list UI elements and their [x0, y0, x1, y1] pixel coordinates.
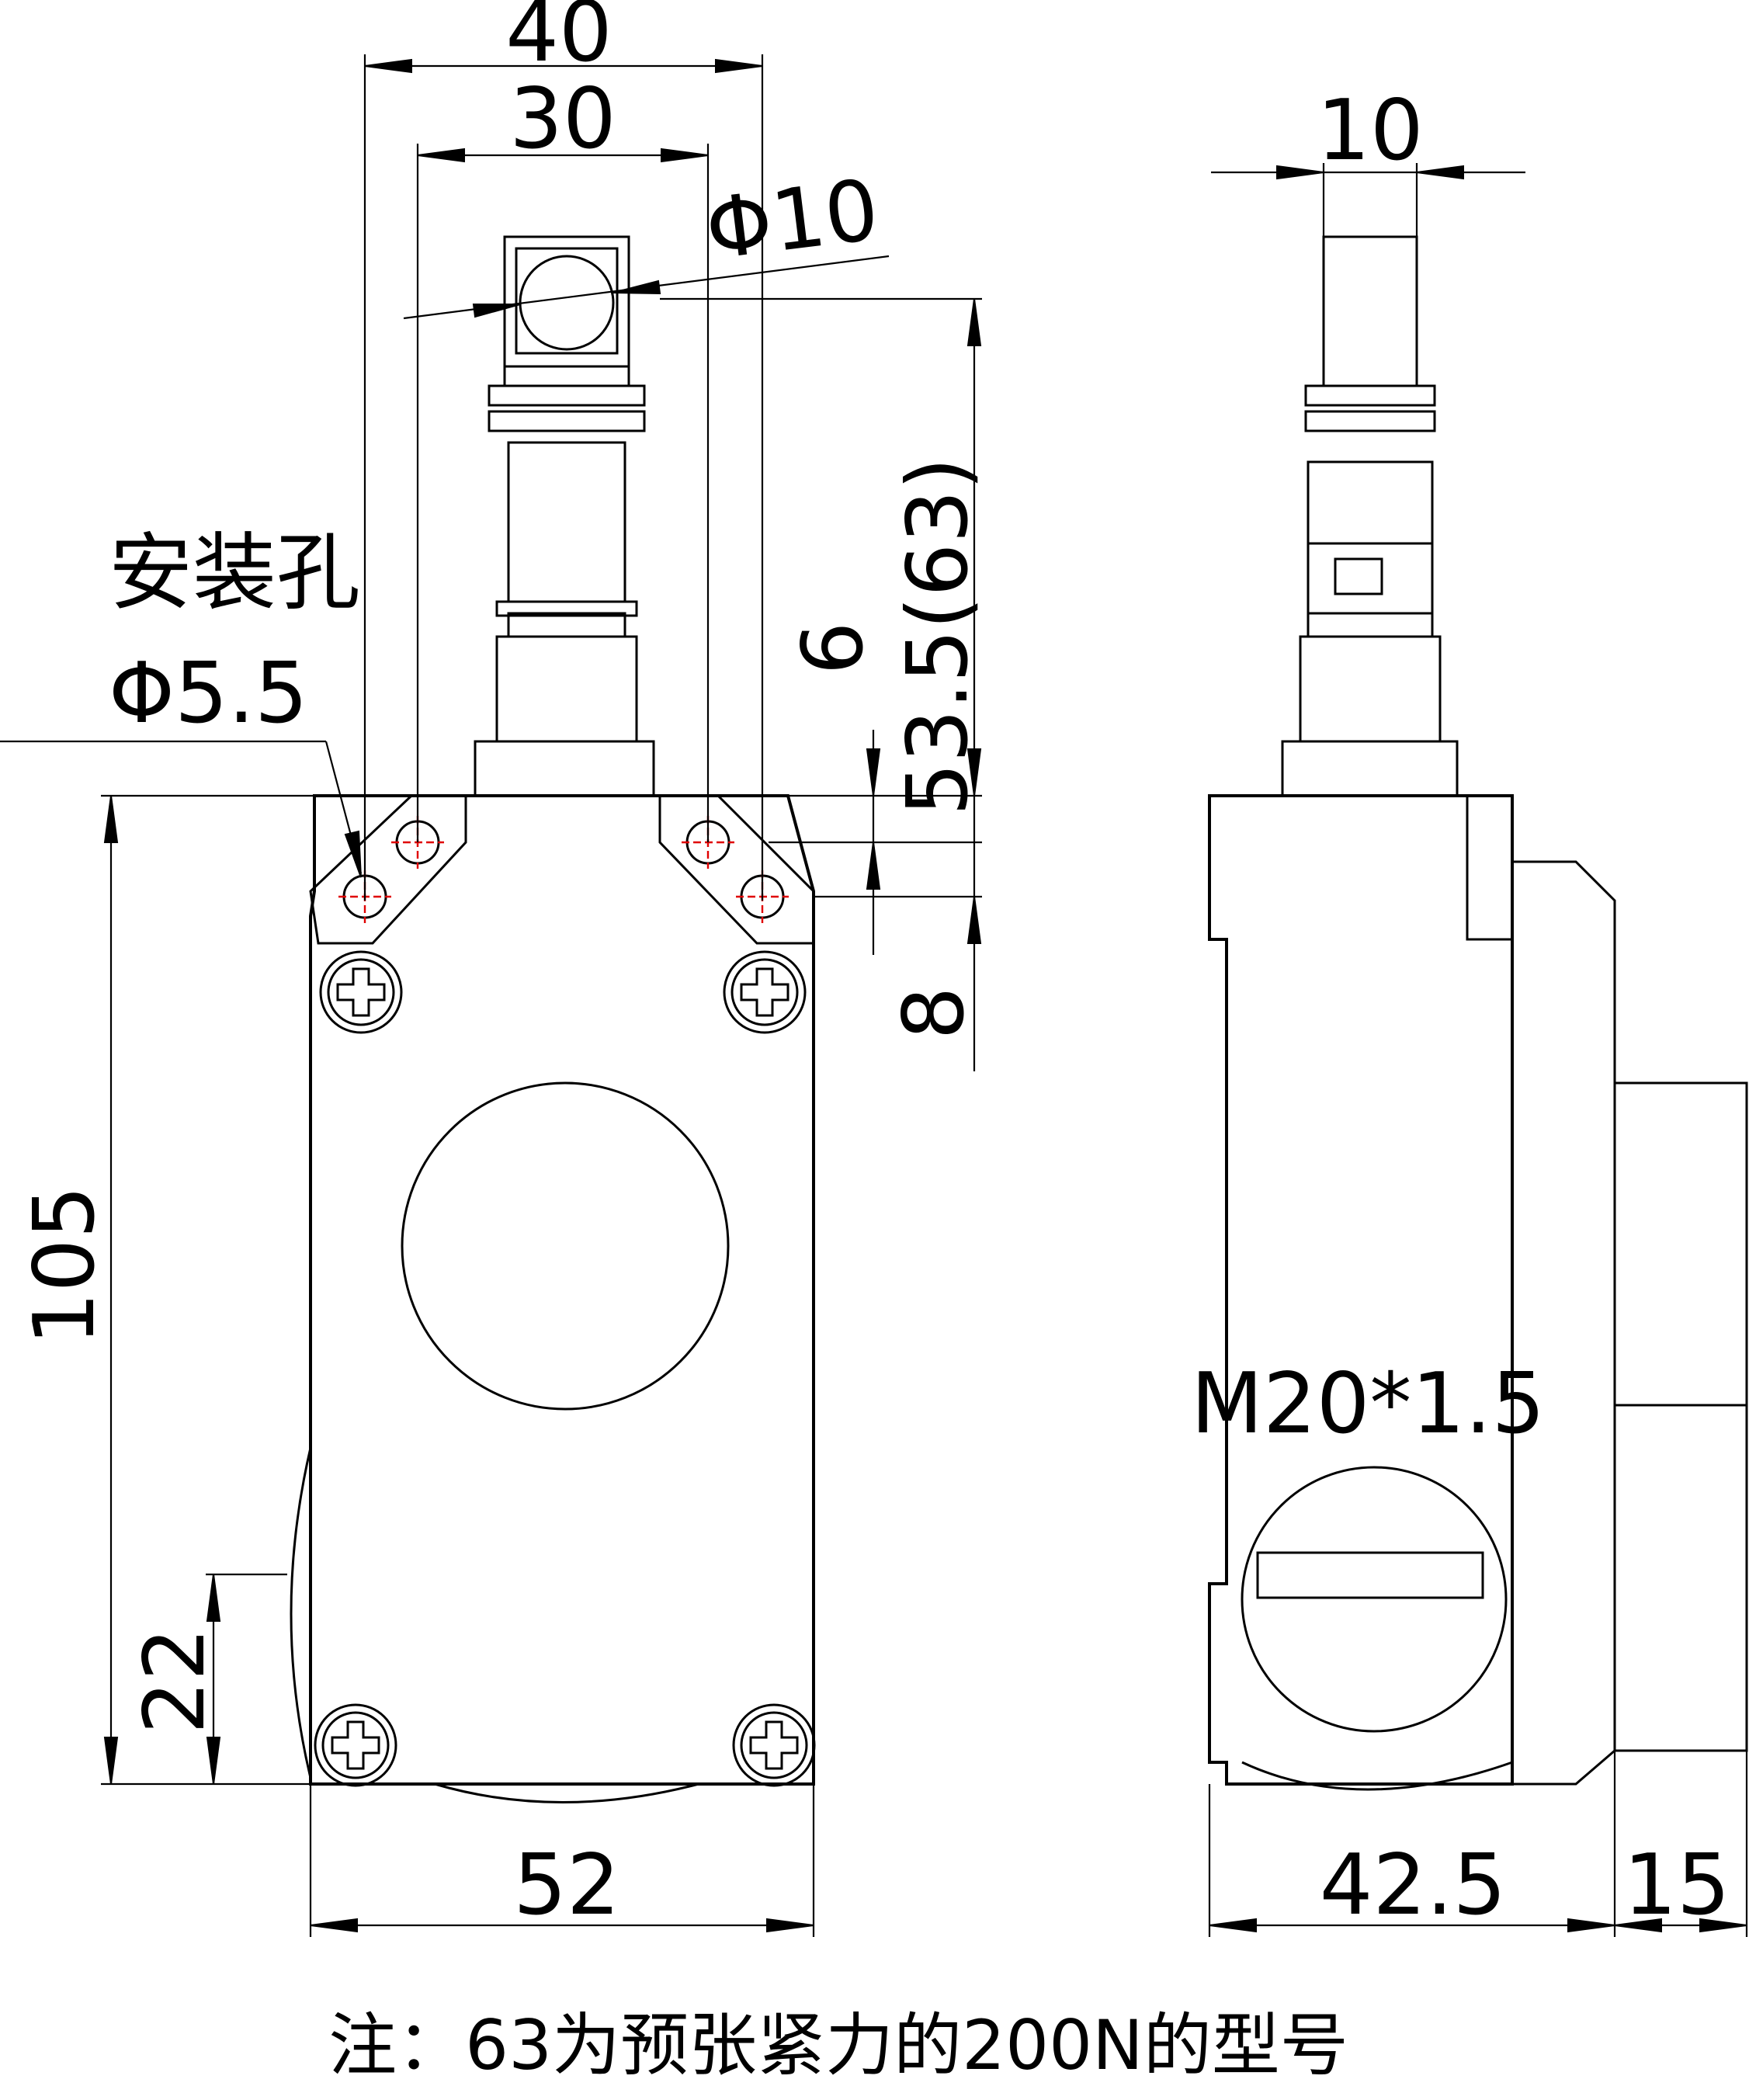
side-view: [1208, 235, 1748, 1791]
dim-52-label: 52: [513, 1837, 619, 1934]
side-shaft: [1281, 235, 1459, 797]
dim-8-label: 8: [886, 987, 983, 1040]
mounting-hole-label: 安装孔: [109, 525, 360, 622]
dim-53.5-label: 53.5(63): [890, 457, 987, 816]
dim-22-label: 22: [127, 1627, 224, 1734]
note-text: 注：63为预张紧力的200N的型号: [328, 2005, 1348, 2085]
screw-icon: [319, 950, 403, 1034]
screw-icon: [723, 950, 807, 1034]
front-body-outline: [309, 794, 815, 1786]
front-window: [401, 1081, 730, 1411]
front-dimensions: [0, 54, 982, 1937]
side-cover: [1512, 860, 1748, 1786]
screw-icon: [314, 1703, 397, 1787]
dim-40-label: 40: [505, 0, 612, 81]
dim-42.5-label: 42.5: [1320, 1837, 1506, 1934]
dim-30-label: 30: [509, 71, 616, 168]
side-body-outline: [1208, 794, 1514, 1786]
cable-gland: [1241, 1466, 1508, 1733]
side-dimensions: [1208, 163, 1748, 1937]
screw-icon: [732, 1703, 816, 1787]
dim-105-label: 105: [16, 1185, 113, 1345]
front-shaft: [474, 235, 655, 797]
mounting-hole-diameter-label: Φ5.5: [109, 645, 308, 742]
dim-phi10-label: Φ10: [701, 161, 884, 279]
dim-15-label: 15: [1623, 1837, 1730, 1934]
right-mounting-ear: [658, 794, 815, 945]
dim-6-label: 6: [785, 622, 882, 675]
front-view: [290, 235, 816, 1803]
dim-10-label: 10: [1317, 82, 1423, 179]
left-mounting-ear: [309, 794, 467, 945]
thread-label: M20*1.5: [1191, 1355, 1545, 1453]
